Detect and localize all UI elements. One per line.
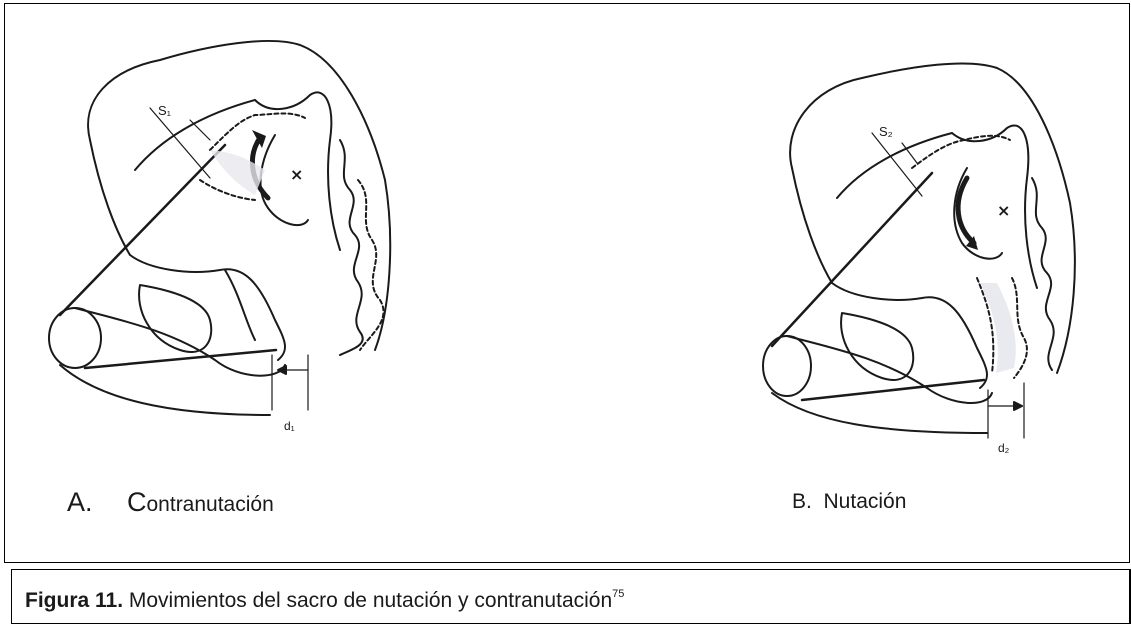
frame-top-border	[4, 3, 389, 4]
panel-a-letter: A.	[67, 487, 93, 517]
pelvis-illustration-nutation: × S₂ d₂	[762, 62, 1076, 455]
frame-top-border-right	[389, 3, 1129, 4]
pelvis-illustration-contranutation: × S₁ d₁	[48, 40, 392, 433]
figure-caption: Figura 11. Movimientos del sacro de nuta…	[25, 588, 624, 613]
s1-marker-label: S₁	[158, 103, 172, 118]
panel-a-label-rest: ontranutación	[146, 493, 274, 516]
d1-marker-label: d₁	[284, 419, 295, 433]
s2-marker-label: S₂	[879, 124, 893, 139]
panel-b-label: B. Nutación	[792, 490, 907, 513]
panel-a-label: Contranutación	[127, 487, 274, 518]
figure-frame	[4, 3, 1130, 563]
panel-a-label-initial: C	[127, 487, 147, 517]
figure-number: Figura 11.	[25, 589, 124, 612]
center-mark-b: ×	[997, 201, 1010, 220]
caption-text: Movimientos del sacro de nutación y cont…	[123, 589, 613, 612]
d2-marker-label: d₂	[998, 441, 1010, 455]
center-mark-a: ×	[290, 165, 303, 184]
caption-reference: 75	[612, 588, 625, 600]
